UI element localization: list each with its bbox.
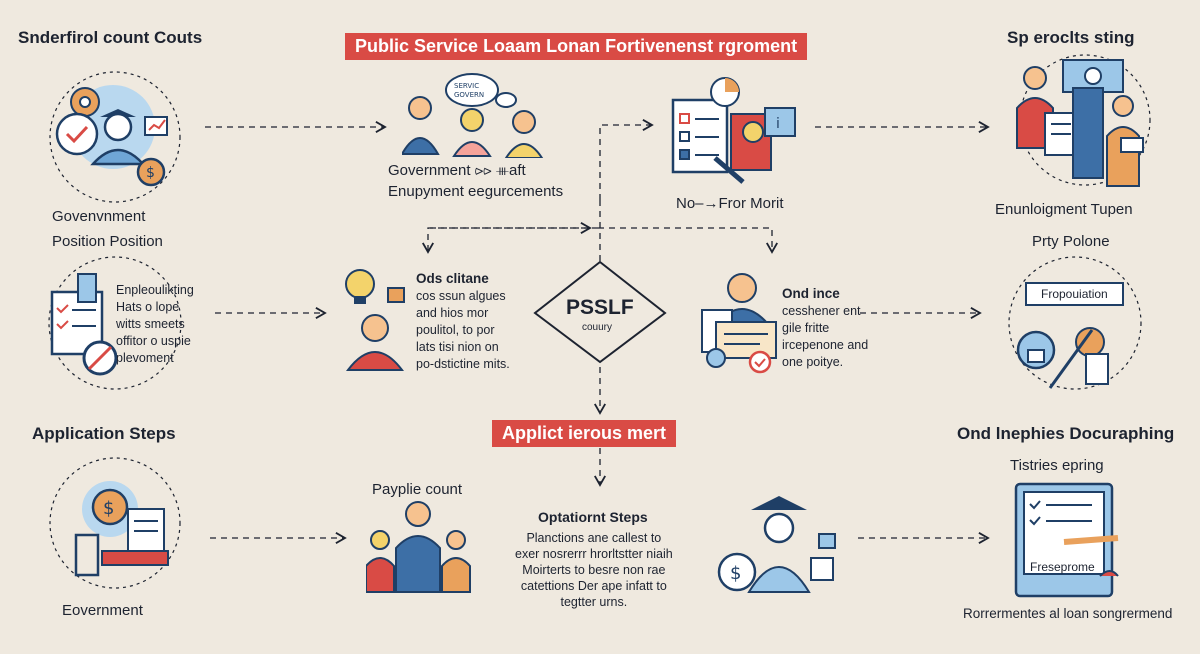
gov-employment-line1: Government ⪧⪧ ⧻aft [388, 162, 526, 179]
top-left-heading: Snderfirol count Couts [18, 28, 203, 47]
ods-text: cos ssun algues and hios mor poulitol, t… [416, 289, 510, 371]
ods-title: Ods clitane [416, 271, 489, 286]
ring-bottom-left [49, 457, 181, 589]
application-steps-heading: Application Steps [32, 424, 176, 443]
payplie-label: Payplie count [372, 481, 463, 498]
svg-text:$: $ [103, 498, 114, 519]
graduate-gear-icon: $ [55, 85, 168, 187]
tablet-checklist-icon [1014, 482, 1119, 598]
svg-text:SERVIC: SERVIC [454, 82, 479, 90]
right-mid-heading-1: Ond lnephies Docuraphing [957, 424, 1175, 443]
checklist-tape-icon [50, 273, 117, 376]
documents-checklist-icon: i [671, 77, 796, 184]
pslf-sub: couury [582, 322, 613, 333]
freseprome-label: Freseprome [1030, 560, 1095, 574]
ond-title: Ond ince [782, 286, 840, 301]
title-banner: Public Service Loaam Lonan Fortivenenst … [345, 33, 808, 60]
idea-person-icon [345, 269, 405, 371]
graduate-money-icon: $ [717, 496, 836, 593]
employment-type-line2: Prty Polone [1032, 233, 1110, 250]
optational-text: Planctions ane callest to exer nosrerrr … [515, 531, 673, 609]
svg-text:$: $ [146, 165, 155, 181]
applic-banner: Applict ierous mert [492, 420, 677, 447]
family-icon [366, 501, 471, 593]
eovernment-label: Eovernment [62, 602, 143, 619]
svg-text:$: $ [730, 563, 741, 584]
optational-title: Optatiornt Steps [538, 509, 648, 525]
nonprofit-label: No–→Fror Morit [676, 195, 784, 212]
gov-position-line2: Position Position [52, 233, 163, 250]
arrow-row1-b [599, 119, 654, 200]
people-discussion-icon: SERVIC GOVERN [402, 73, 544, 158]
bottom-right-label: Rorrermentes al loan songrermend [963, 606, 1173, 621]
fropuination-banner: Fropouiation [1025, 282, 1124, 306]
gov-employment-line2: Enupyment eegurcements [388, 183, 564, 200]
finance-documents-icon: $ [74, 481, 169, 577]
employees-money-icon [1016, 59, 1144, 187]
person-laptop-icon [701, 273, 777, 374]
top-right-heading: Sp eroclts sting [1007, 28, 1135, 47]
svg-text:i: i [776, 116, 780, 132]
checklist-text: Enpleoulikting Hats o lope witts smeets … [116, 283, 194, 365]
employment-type-line1: Enunloigment Tupen [995, 201, 1133, 218]
svg-text:GOVERN: GOVERN [454, 91, 484, 99]
arrow-branch-left [422, 227, 598, 254]
gov-position-line1: Govenvnment [52, 208, 146, 225]
ring-top-left [49, 71, 181, 203]
ond-text: cesshener ent gile fritte ircepenone and… [782, 304, 869, 369]
ring-mid-right [1008, 256, 1142, 390]
ring-mid-left [48, 256, 182, 390]
pslf-diamond [533, 260, 667, 364]
arrow-branch-right [598, 227, 778, 254]
lock-tools-icon [1016, 327, 1109, 389]
pslf-title: PSSLF [566, 296, 634, 319]
right-mid-heading-2: Tistries epring [1010, 457, 1104, 474]
